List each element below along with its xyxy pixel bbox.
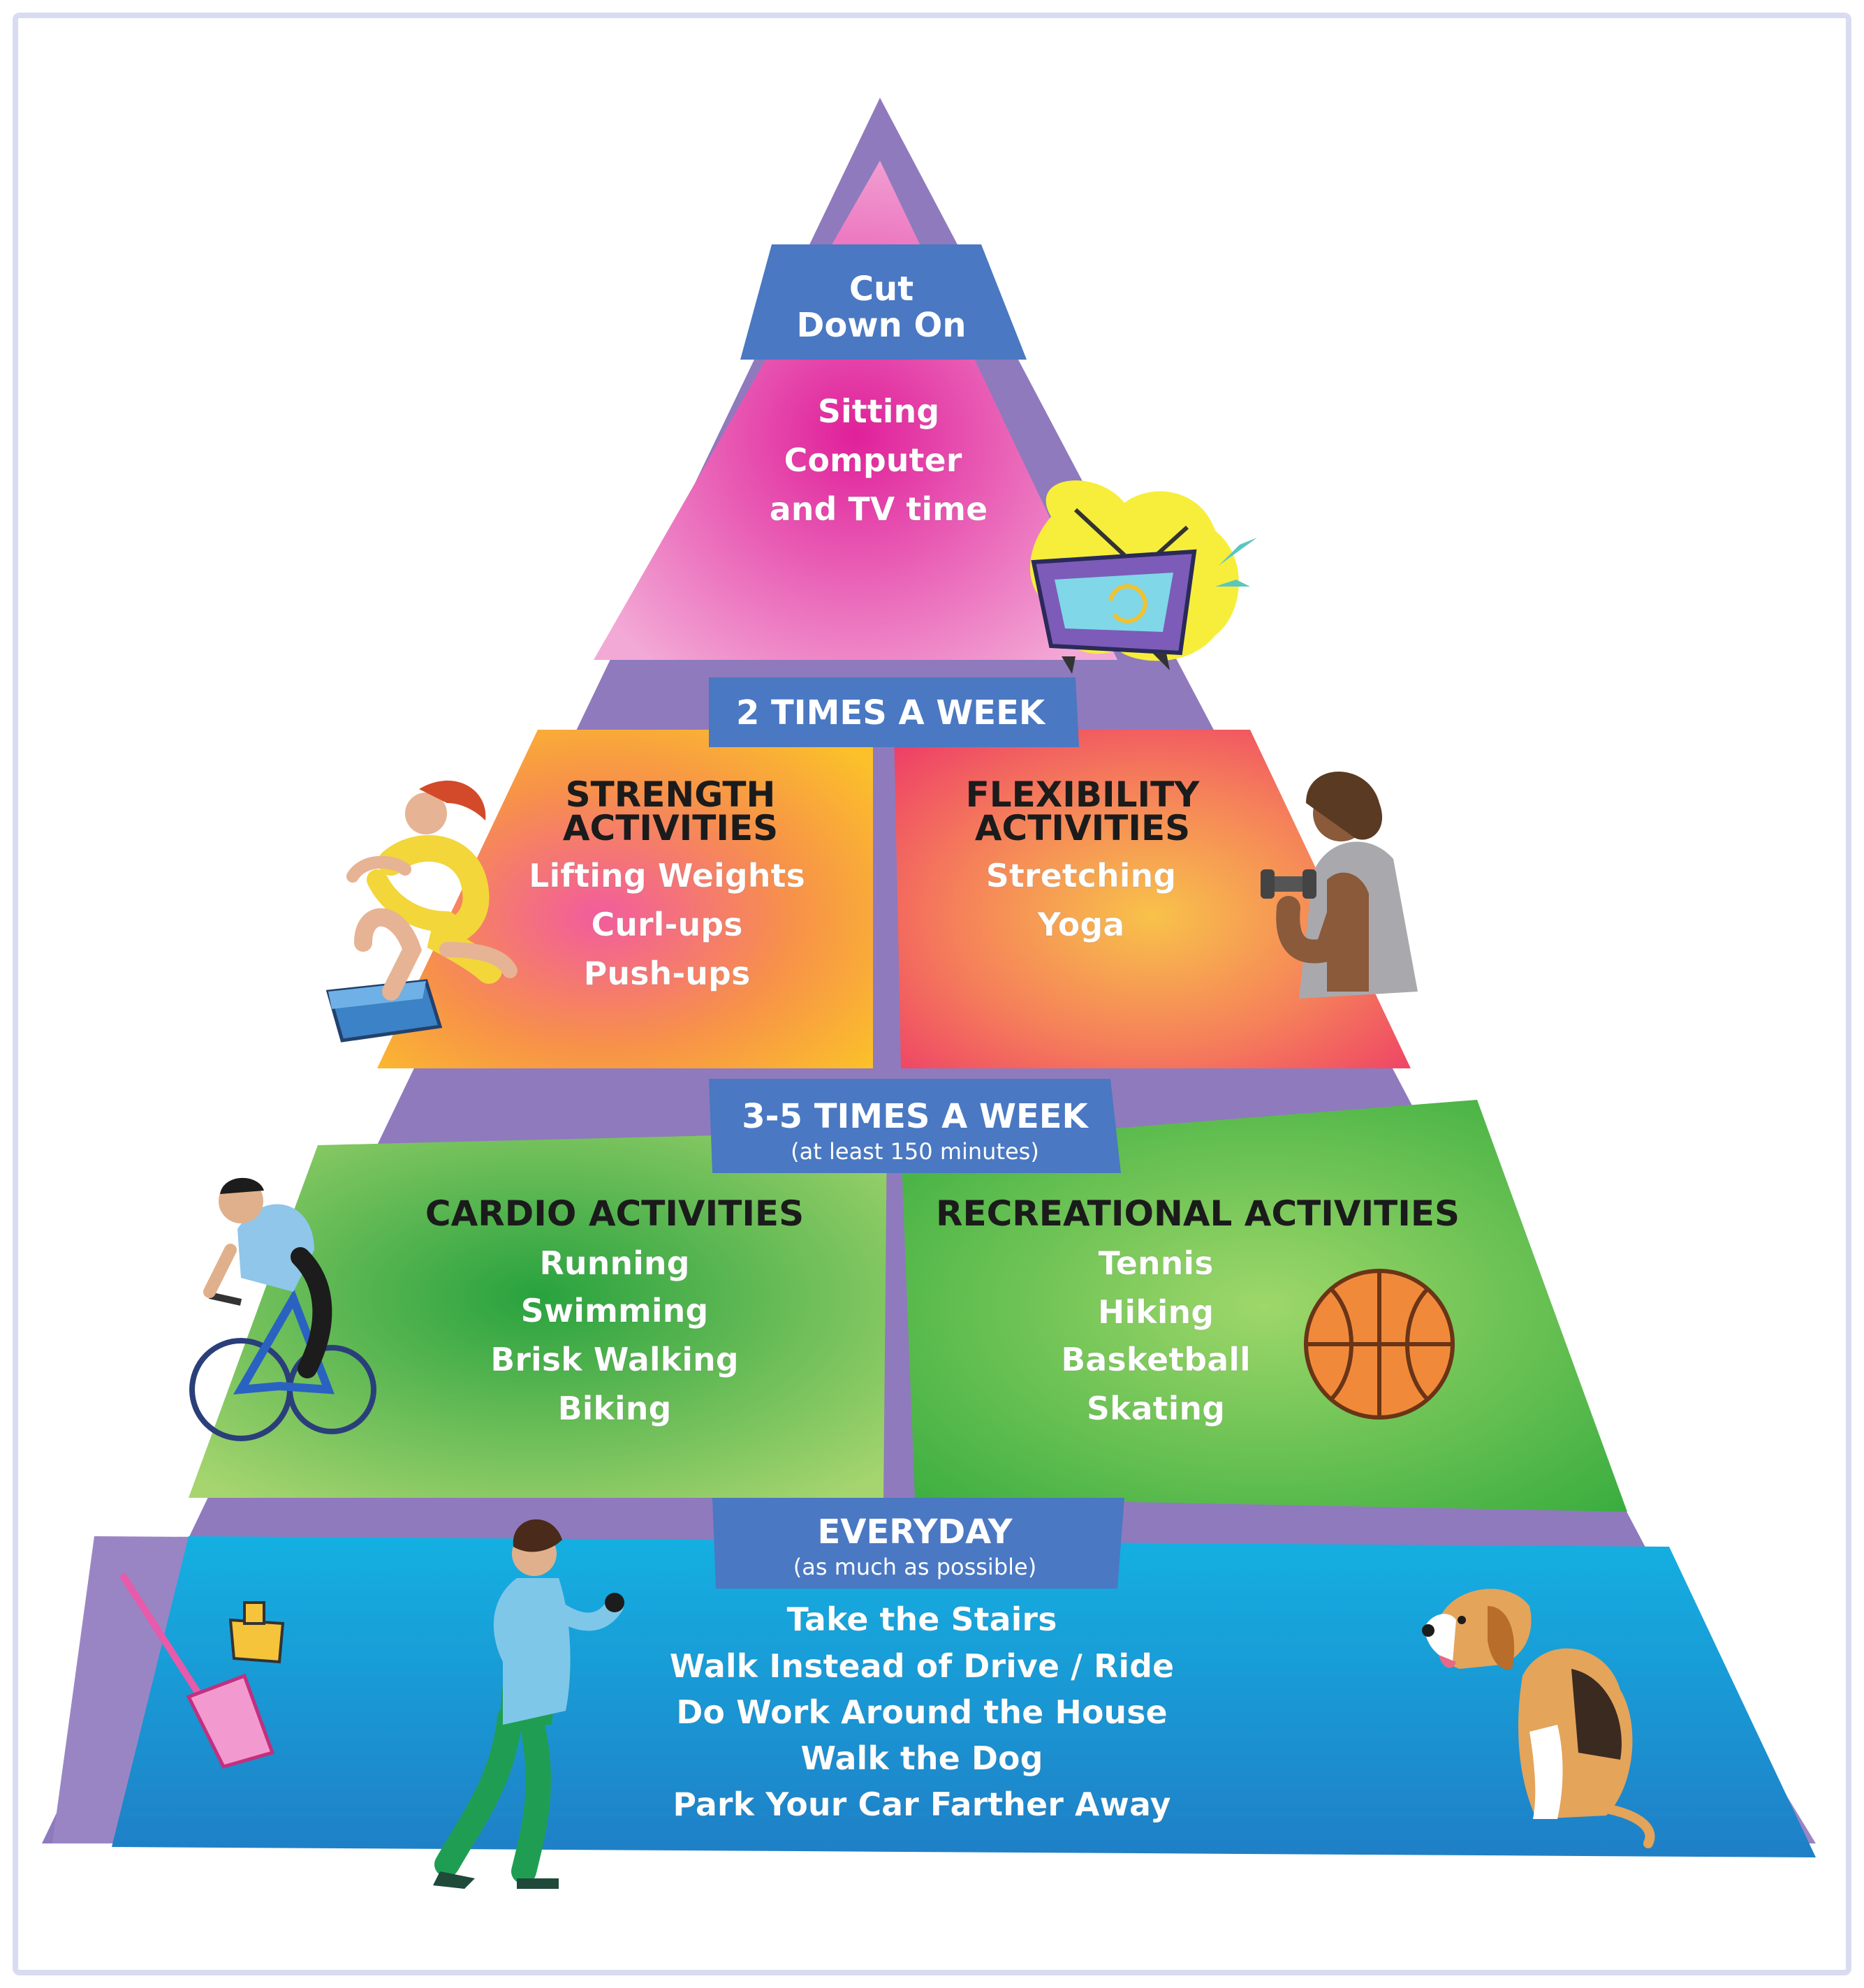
frame-border — [13, 13, 1851, 1975]
flexibility-panel — [894, 730, 1411, 1068]
tv-icon — [1029, 480, 1257, 674]
strength-item: Curl-ups — [591, 906, 742, 943]
flexibility-title: FLEXIBILITY — [966, 774, 1201, 815]
base-banner — [712, 1498, 1124, 1589]
top-item: Sitting — [818, 392, 939, 430]
second-banner — [709, 677, 1079, 747]
beagle-dog-icon — [1422, 1589, 1655, 1848]
base-banner-label: EVERYDAY — [818, 1512, 1013, 1552]
top-tier — [594, 161, 1117, 660]
walking-woman-icon — [433, 1519, 624, 1889]
top-banner — [740, 244, 1027, 360]
cardio-item: Running — [539, 1244, 689, 1282]
basketball-icon — [1304, 1269, 1455, 1420]
recreational-item: Tennis — [1098, 1244, 1213, 1282]
third-banner-label: 3-5 TIMES A WEEK — [742, 1097, 1089, 1136]
dumbbell-woman-icon — [1261, 772, 1418, 999]
strength-woman-icon — [325, 780, 518, 1043]
base-item: Park Your Car Farther Away — [673, 1785, 1170, 1823]
recreational-title: RECREATIONAL ACTIVITIES — [936, 1193, 1460, 1234]
strength-item: Lifting Weights — [529, 857, 805, 894]
broom-dustpan-icon — [119, 1573, 285, 1769]
strength-title: STRENGTH — [566, 774, 776, 815]
base-item: Do Work Around the House — [676, 1693, 1168, 1731]
top-banner-line2: Down On — [796, 306, 966, 345]
flexibility-item: Stretching — [986, 857, 1176, 894]
strength-item: Push-ups — [584, 955, 751, 992]
cardio-item: Brisk Walking — [490, 1341, 738, 1378]
base-item: Take the Stairs — [786, 1600, 1057, 1638]
base-item: Walk the Dog — [800, 1739, 1043, 1777]
flexibility-title: ACTIVITIES — [975, 808, 1190, 848]
cardio-panel — [189, 1131, 887, 1498]
top-item: Computer — [784, 441, 962, 479]
base-item: Walk Instead of Drive / Ride — [670, 1647, 1175, 1685]
cardio-item: Swimming — [521, 1292, 709, 1330]
cardio-item: Biking — [558, 1390, 672, 1427]
third-banner-sub: (at least 150 minutes) — [791, 1138, 1039, 1165]
cyclist-icon — [189, 1177, 376, 1441]
recreational-panel — [901, 1100, 1627, 1512]
top-item: and TV time — [770, 490, 988, 528]
recreational-item: Skating — [1087, 1390, 1225, 1427]
recreational-item: Hiking — [1098, 1293, 1214, 1331]
top-banner-line1: Cut — [849, 270, 913, 309]
third-banner — [709, 1079, 1121, 1173]
flexibility-item: Yoga — [1037, 906, 1125, 943]
second-banner-label: 2 TIMES A WEEK — [736, 693, 1046, 732]
strength-panel — [377, 730, 873, 1068]
strength-title: ACTIVITIES — [563, 808, 778, 848]
base-banner-sub: (as much as possible) — [793, 1554, 1036, 1580]
cardio-title: CARDIO ACTIVITIES — [425, 1193, 804, 1234]
recreational-item: Basketball — [1061, 1341, 1251, 1378]
